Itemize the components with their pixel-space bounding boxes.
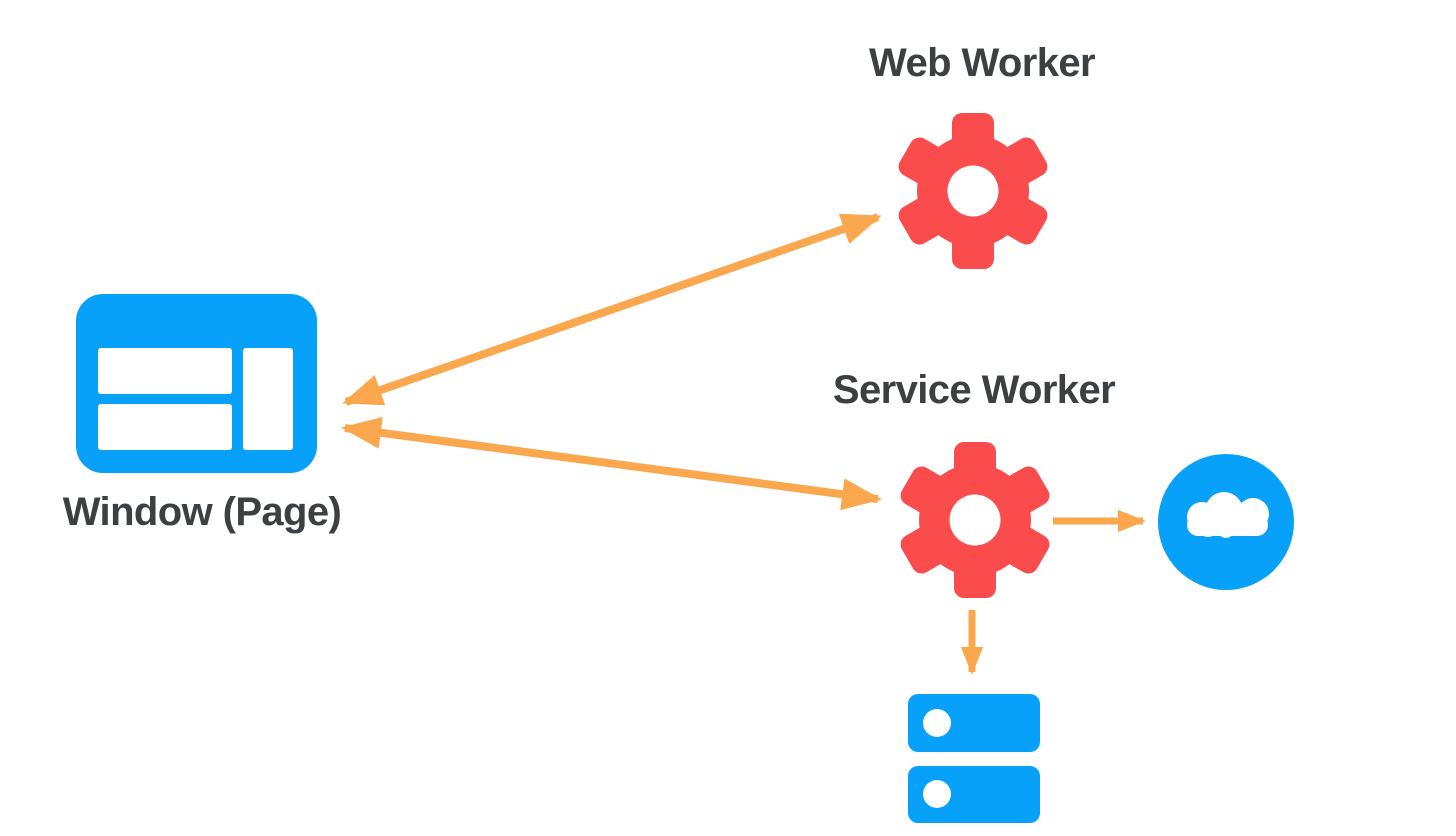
web-worker-label: Web Worker [869, 41, 1096, 85]
disk-light [923, 780, 951, 808]
database-disks [908, 694, 1040, 823]
disk-light [923, 709, 951, 737]
gear-hole [949, 494, 1001, 546]
cloud-icon [1158, 454, 1294, 590]
database-stack-icon [908, 694, 1040, 823]
webworker-gear-icon [898, 113, 1048, 269]
arrow-window-webworker [342, 213, 882, 406]
gear-hole [947, 165, 999, 217]
window-panes [98, 348, 293, 450]
browser-window-icon [76, 294, 317, 473]
serviceworker-gear-icon [900, 442, 1050, 598]
cloud-shape [1187, 492, 1269, 538]
service-worker-label: Service Worker [832, 368, 1116, 412]
window-page-label: Window (Page) [62, 490, 342, 534]
arrow-window-serviceworker [341, 416, 882, 511]
